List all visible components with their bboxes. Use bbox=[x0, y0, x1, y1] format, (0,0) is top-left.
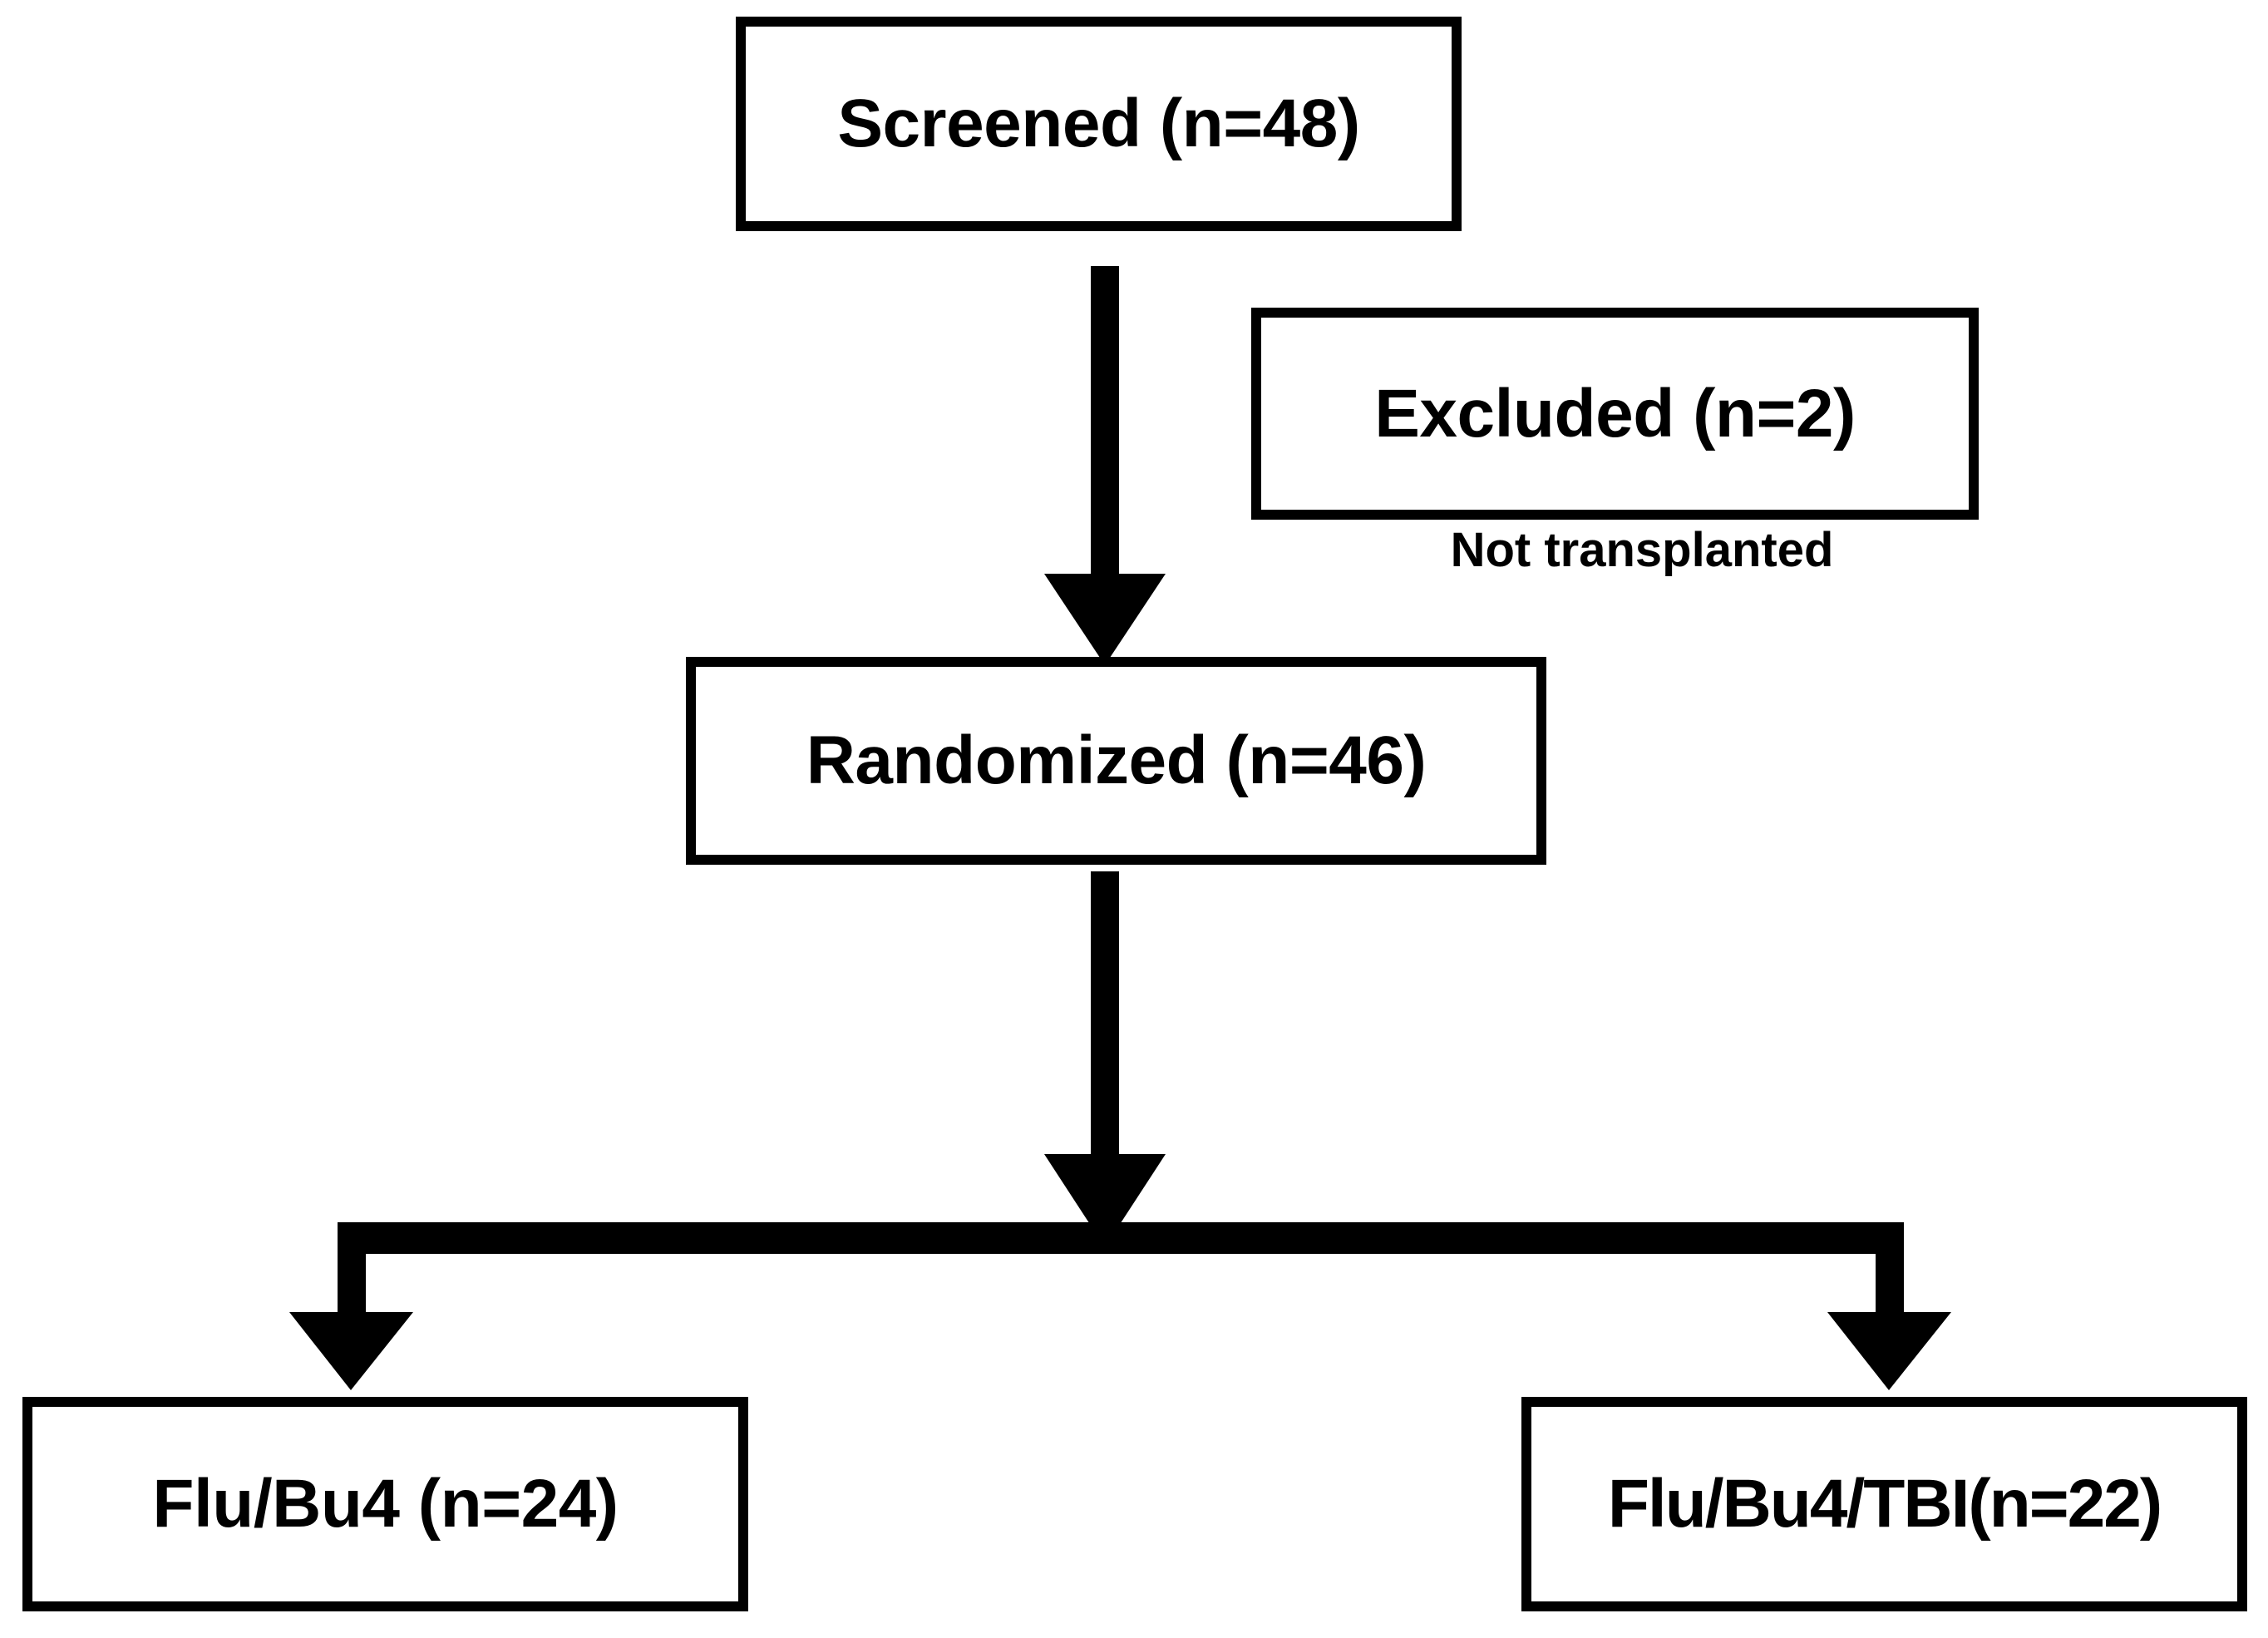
node-arm-flu-bu4-tbi-label: Flu/Bu4/TBI(n=22) bbox=[1607, 1466, 2162, 1542]
arrow-split-to-arm-right bbox=[1827, 1222, 1951, 1390]
split-bar bbox=[338, 1222, 1904, 1254]
node-screened: Screened (n=48) bbox=[736, 17, 1462, 231]
node-arm-flu-bu4-label: Flu/Bu4 (n=24) bbox=[152, 1466, 619, 1542]
node-arm-flu-bu4-tbi: Flu/Bu4/TBI(n=22) bbox=[1521, 1397, 2247, 1611]
arrow-split-to-arm-left bbox=[289, 1222, 413, 1390]
node-excluded: Excluded (n=2) bbox=[1251, 308, 1979, 520]
arrow-randomized-to-split bbox=[1044, 871, 1166, 1247]
node-randomized: Randomized (n=46) bbox=[686, 657, 1546, 865]
node-arm-flu-bu4: Flu/Bu4 (n=24) bbox=[22, 1397, 748, 1611]
node-randomized-label: Randomized (n=46) bbox=[806, 723, 1427, 798]
arrow-screened-to-randomized bbox=[1044, 266, 1166, 665]
node-excluded-label: Excluded (n=2) bbox=[1374, 375, 1856, 451]
caption-not-transplanted: Not transplanted bbox=[1450, 523, 1834, 577]
node-screened-label: Screened (n=48) bbox=[837, 86, 1360, 161]
